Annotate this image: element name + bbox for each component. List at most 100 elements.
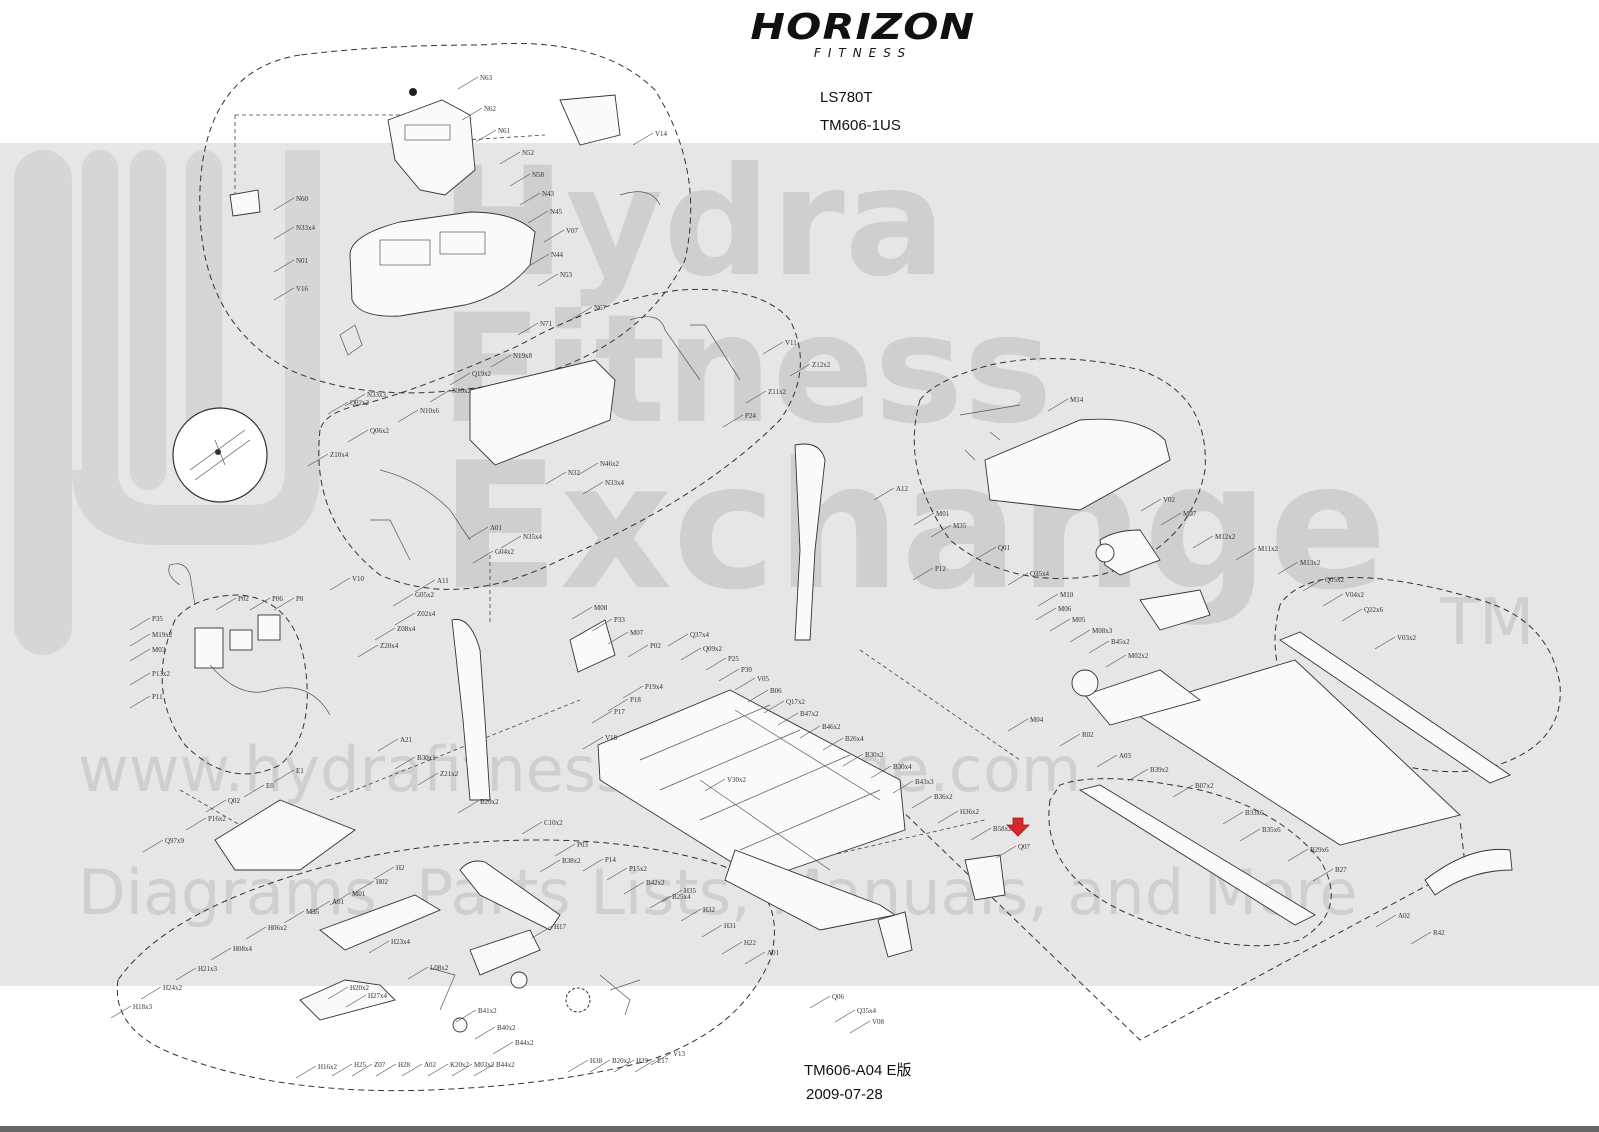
callout-label: H28 <box>398 1061 411 1069</box>
leader-line <box>842 753 864 767</box>
callout-label: M19x2 <box>152 631 173 639</box>
callout-v03x2: V03x2 <box>1374 634 1417 650</box>
callout-m14: M14 <box>1047 396 1084 412</box>
callout-label: N44 <box>551 251 564 259</box>
callout-b25x4: B25x4 <box>649 893 691 909</box>
callout-label: G04x2 <box>495 548 515 556</box>
callout-n44: N44 <box>528 251 564 267</box>
logo-brand: HORIZON <box>750 7 976 48</box>
leader-line <box>1322 593 1344 607</box>
callout-z08x4: Z08x4 <box>374 625 416 641</box>
callout-a02: A02 <box>401 1061 437 1077</box>
leader-line <box>1192 535 1214 549</box>
callout-p33: P33 <box>591 616 625 632</box>
callout-n71: N71 <box>517 320 553 336</box>
callout-m01: M01 <box>913 510 950 526</box>
leader-line <box>347 429 369 443</box>
leader-line <box>1172 784 1194 798</box>
detail-inset <box>172 407 268 503</box>
leader-line <box>249 597 271 611</box>
running-deck <box>1128 659 1461 846</box>
callout-label: M06 <box>1058 605 1072 613</box>
leader-line <box>329 577 351 591</box>
base-group-outline <box>116 839 775 1092</box>
callout-b26x4: B26x4 <box>822 735 864 751</box>
callout-b44x2: B44x2 <box>492 1039 534 1055</box>
callout-n67: N67 <box>571 304 607 320</box>
leader-line <box>1302 578 1324 592</box>
callout-b06: B06 <box>747 687 782 703</box>
callout-label: H35 <box>684 887 697 895</box>
callout-label: A01 <box>332 898 345 906</box>
left-upright-post <box>451 618 491 801</box>
callout-label: H39 <box>636 1057 649 1065</box>
callout-label: P13x2 <box>152 670 170 678</box>
leader-line <box>394 756 416 770</box>
callout-label: H24x2 <box>163 984 183 992</box>
leader-line <box>273 287 295 301</box>
leader-line <box>623 881 645 895</box>
callout-h35: H35 <box>661 887 697 903</box>
leader-line <box>429 389 451 403</box>
callout-label: R42 <box>1433 929 1445 937</box>
callout-n60: N60 <box>273 195 309 211</box>
callout-z21x2: Z21x2 <box>417 770 459 786</box>
callout-label: Q09x2 <box>703 645 723 653</box>
leader-line <box>892 780 914 794</box>
callout-p24: P24 <box>722 412 756 428</box>
callout-q01: Q01 <box>975 544 1011 560</box>
callout-p35: P35 <box>129 615 163 631</box>
deck-and-rails <box>1071 631 1513 926</box>
callout-b58x2: B58x2 <box>970 825 1012 841</box>
leader-line <box>911 795 933 809</box>
callout-label: B35x6 <box>1262 826 1281 834</box>
leader-line <box>607 698 629 712</box>
callout-label: A03 <box>1119 752 1132 760</box>
callout-h21x3: H21x3 <box>175 965 218 981</box>
callout-m19x2: M19x2 <box>129 631 173 647</box>
leader-line <box>1047 398 1069 412</box>
callout-label: Q35x4 <box>1030 570 1050 578</box>
callout-label: P25 <box>728 655 739 663</box>
callout-label: B38x2 <box>562 857 581 865</box>
callout-label: P11 <box>152 693 163 701</box>
callout-label: B33x6 <box>1245 809 1264 817</box>
callout-label: N10x6 <box>420 407 440 415</box>
leader-line <box>492 1041 514 1055</box>
callout-p30: P30 <box>718 666 752 682</box>
callout-m04: M04 <box>1007 716 1044 732</box>
callout-label: B44x2 <box>515 1039 534 1047</box>
callout-m07: M07 <box>607 629 644 645</box>
callout-label: Q02 <box>228 797 241 805</box>
callout-label: B42x2 <box>646 879 665 887</box>
callout-p02: P02 <box>215 595 249 611</box>
callout-h06x2: H06x2 <box>245 924 288 940</box>
leader-line <box>627 644 649 658</box>
leader-line <box>789 363 811 377</box>
callout-h23x4: H23x4 <box>368 938 411 954</box>
leader-line <box>582 858 604 872</box>
callout-label: M02x2 <box>1128 652 1149 660</box>
callout-a11: A11 <box>414 577 449 593</box>
leader-line <box>528 253 550 267</box>
leader-line <box>1341 608 1363 622</box>
callout-q35x4: Q35x4 <box>834 1007 877 1023</box>
leader-line <box>704 778 726 792</box>
main-frame <box>597 689 906 881</box>
callout-label: N52 <box>522 149 535 157</box>
callout-label: Q37x4 <box>690 631 710 639</box>
callout-l08x2: L08x2 <box>407 964 449 980</box>
leader-line <box>799 725 821 739</box>
callout-label: H36x2 <box>960 808 980 816</box>
callout-label: N67 <box>594 304 607 312</box>
callout-label: M35 <box>306 908 320 916</box>
left-side-rail <box>1078 784 1316 926</box>
callout-p19x4: P19x4 <box>622 683 663 699</box>
watermark-emblem-icon <box>14 150 320 655</box>
callout-v18: V18 <box>582 734 618 750</box>
motor-hood-group-outline <box>913 358 1206 579</box>
motor-bracket <box>1139 589 1211 631</box>
console-housing-top <box>387 99 476 196</box>
leader-line <box>613 1059 635 1073</box>
callout-label: M01 <box>352 890 366 898</box>
